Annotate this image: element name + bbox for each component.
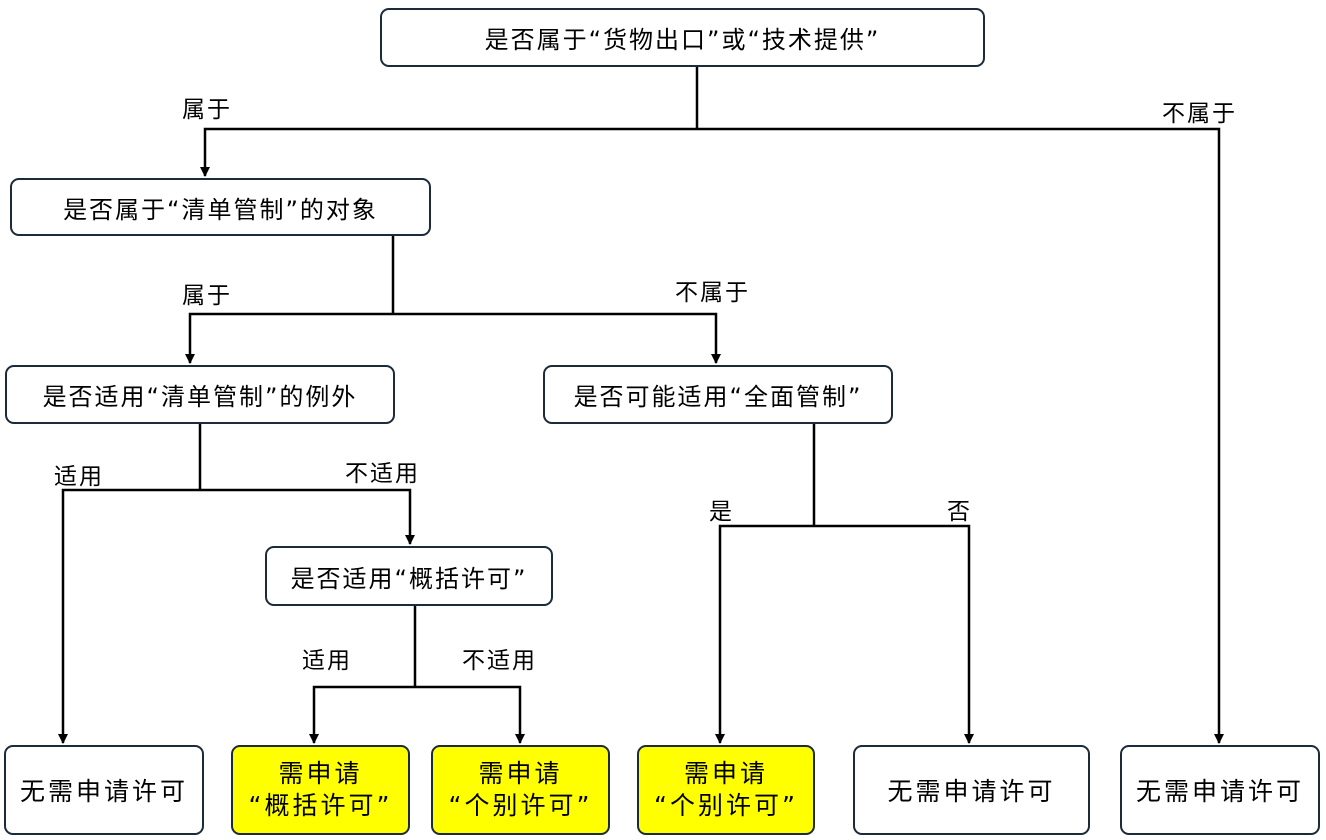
result-line-1: 需申请 xyxy=(683,759,768,788)
node-list-control-exception: 是否适用“清单管制”的例外 xyxy=(5,365,395,424)
connector-catchall-yes xyxy=(715,524,814,744)
edge-label-general-yes: 适用 xyxy=(302,648,352,674)
connector-export-no xyxy=(697,127,1224,744)
edge-label-catchall-yes: 是 xyxy=(709,499,734,525)
node-general-license: 是否适用“概括许可” xyxy=(265,546,553,606)
edge-label-catchall-no: 否 xyxy=(947,499,972,525)
result-no-license-2: 无需申请许可 xyxy=(853,745,1090,835)
result-no-license-1: 无需申请许可 xyxy=(4,745,204,835)
edge-label-export-yes: 属于 xyxy=(182,97,232,123)
result-line-1: 需申请 xyxy=(278,759,363,788)
edge-label-export-no: 不属于 xyxy=(1162,101,1237,127)
edge-label-exception-no: 不适用 xyxy=(345,461,420,487)
connector-catchall-no xyxy=(814,524,974,744)
connector-exception-yes xyxy=(58,488,200,744)
result-line-1: 需申请 xyxy=(478,759,563,788)
connector-general-yes xyxy=(309,685,415,744)
node-catch-all-control: 是否可能适用“全面管制” xyxy=(543,365,893,424)
result-line-2: “个别许可” xyxy=(448,791,593,820)
result-line-2: “个别许可” xyxy=(654,791,798,820)
connector-list-yes xyxy=(185,312,393,364)
node-goods-export-or-tech: 是否属于“货物出口”或“技术提供” xyxy=(380,8,985,67)
result-individual-license-1: 需申请 “个别许可” xyxy=(431,745,610,835)
result-general-license: 需申请 “概括许可” xyxy=(231,745,410,835)
connector-list-no xyxy=(393,312,721,364)
node-list-control-target: 是否属于“清单管制”的对象 xyxy=(10,178,431,236)
result-no-license-3: 无需申请许可 xyxy=(1120,745,1320,835)
edge-label-general-no: 不适用 xyxy=(462,648,537,674)
edge-label-list-yes: 属于 xyxy=(182,283,232,309)
edge-label-exception-yes: 适用 xyxy=(54,464,104,490)
result-line-2: “概括许可” xyxy=(248,791,393,820)
edge-label-list-no: 不属于 xyxy=(675,280,750,306)
result-individual-license-2: 需申请 “个别许可” xyxy=(637,745,815,835)
connector-exception-no xyxy=(200,488,415,545)
connector-export-yes xyxy=(200,127,697,177)
connector-general-no xyxy=(415,685,525,744)
